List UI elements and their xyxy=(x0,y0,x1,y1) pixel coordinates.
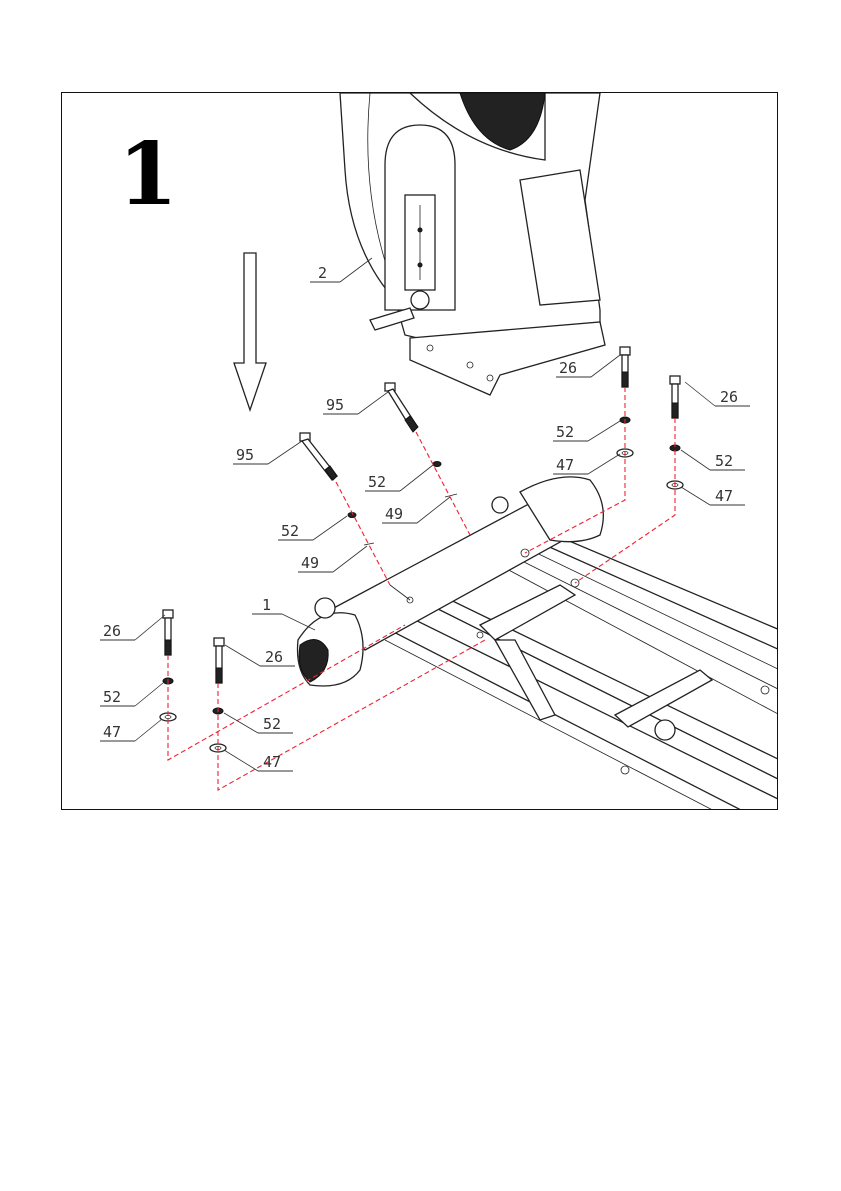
main-body xyxy=(340,93,605,395)
callout-52-right: 52 xyxy=(368,473,386,491)
down-arrow-icon xyxy=(234,253,266,410)
callout-52-front-right: 52 xyxy=(263,715,281,733)
bolt-26-front-right xyxy=(214,638,224,683)
step-number: 1 xyxy=(118,132,178,218)
callout-52-front-left: 52 xyxy=(103,688,121,706)
bolt-95-left xyxy=(300,433,337,480)
callout-52-rear-left: 52 xyxy=(556,423,574,441)
bolt-95-right xyxy=(385,383,418,432)
callout-52-left: 52 xyxy=(281,522,299,540)
callout-49-left: 49 xyxy=(301,554,319,572)
callout-47-rear-left: 47 xyxy=(556,456,574,474)
bolt-26-front-left xyxy=(163,610,173,655)
callout-26-front-left: 26 xyxy=(103,622,121,640)
bolt-26-rear-right xyxy=(670,376,680,418)
callout-52-rear-right: 52 xyxy=(715,452,733,470)
callout-95-left: 95 xyxy=(236,446,254,464)
callout-47-front-right: 47 xyxy=(263,753,281,771)
bolt-26-rear-left xyxy=(620,347,630,387)
callout-47-rear-right: 47 xyxy=(715,487,733,505)
callout-95-right: 95 xyxy=(326,396,344,414)
callout-2: 2 xyxy=(318,264,327,282)
callout-26-rear-right: 26 xyxy=(720,388,738,406)
callout-1: 1 xyxy=(262,596,271,614)
callout-26-front-right: 26 xyxy=(265,648,283,666)
callout-47-front-left: 47 xyxy=(103,723,121,741)
callout-26-rear-left: 26 xyxy=(559,359,577,377)
base-frame xyxy=(298,477,781,845)
callout-49-right: 49 xyxy=(385,505,403,523)
